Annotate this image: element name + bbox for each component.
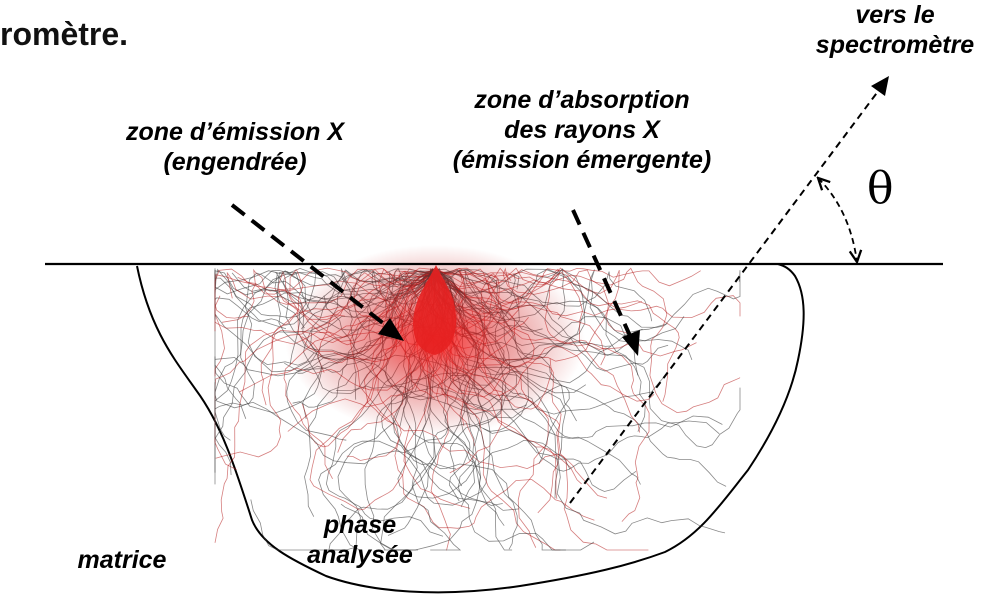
label-emission-zone: zone d’émission X (engendrée) <box>125 118 345 176</box>
emission-core <box>413 265 457 355</box>
label-spectrometer: vers le spectromètre <box>815 1 975 59</box>
angle-arc <box>818 178 857 262</box>
angle-theta-label: θ <box>867 163 894 214</box>
xray-path-line <box>569 81 886 504</box>
emission-pointer-line <box>230 203 390 329</box>
label-absorption-zone: zone d’absorption des rayons X (émission… <box>452 86 712 174</box>
label-matrix: matrice <box>77 546 167 574</box>
absorption-pointer-head <box>622 330 640 356</box>
title-fragment: romètre. <box>0 16 129 52</box>
phase-boundary <box>136 263 805 594</box>
emission-pointer-head <box>378 318 404 341</box>
xray-path-arrowhead <box>871 76 889 96</box>
label-analyzed-phase: phase analysée <box>307 511 413 569</box>
